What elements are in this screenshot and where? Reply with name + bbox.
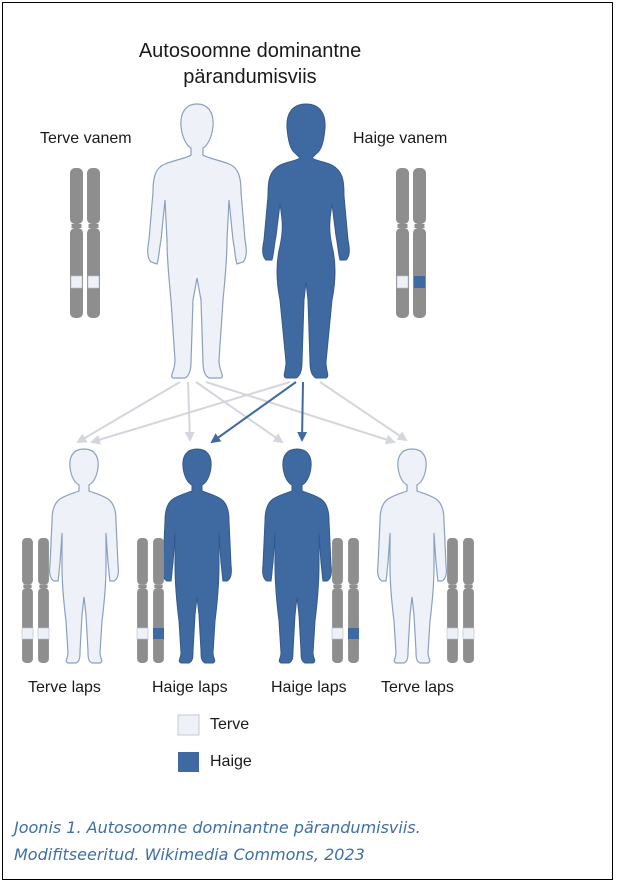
- arrow-affected-to-child3: [302, 382, 303, 440]
- arrow-affected-to-child1: [92, 382, 290, 442]
- child2-chromosomes: [137, 538, 164, 663]
- legend-healthy-label: Terve: [210, 716, 249, 734]
- allele-normal: [397, 276, 408, 288]
- child4-chromosomes: [447, 538, 474, 663]
- allele-normal: [88, 276, 99, 288]
- allele-affected: [414, 276, 425, 288]
- caption-line1: Joonis 1. Autosoomne dominantne pärandum…: [14, 818, 421, 837]
- child1-chromosomes: [22, 538, 49, 663]
- child3-figure: [263, 449, 332, 663]
- healthy-parent-figure: [148, 104, 247, 378]
- arrow-affected-to-child2: [212, 382, 296, 442]
- child1-label: Terve laps: [28, 679, 101, 697]
- child4-figure: [378, 449, 447, 663]
- affected-parent-figure: [263, 104, 350, 378]
- child3-label: Haige laps: [271, 679, 347, 697]
- caption-line2: Modifitseeritud. Wikimedia Commons, 2023: [14, 845, 365, 864]
- child4-label: Terve laps: [381, 679, 454, 697]
- healthy-parent-chromosomes: [70, 168, 100, 318]
- arrow-healthy-to-child3: [196, 382, 282, 442]
- arrow-healthy-to-child2: [188, 382, 190, 440]
- affected-parent-chromosomes: [396, 168, 426, 318]
- child3-chromosomes: [332, 538, 359, 663]
- child1-figure: [50, 449, 119, 663]
- legend-affected-label: Haige: [210, 753, 252, 771]
- legend-healthy-swatch: [178, 715, 199, 735]
- child2-figure: [163, 449, 232, 663]
- arrow-healthy-to-child1: [78, 382, 180, 442]
- inheritance-arrows: [78, 382, 406, 442]
- allele-normal: [71, 276, 82, 288]
- legend-affected-swatch: [178, 752, 199, 772]
- child2-label: Haige laps: [152, 679, 228, 697]
